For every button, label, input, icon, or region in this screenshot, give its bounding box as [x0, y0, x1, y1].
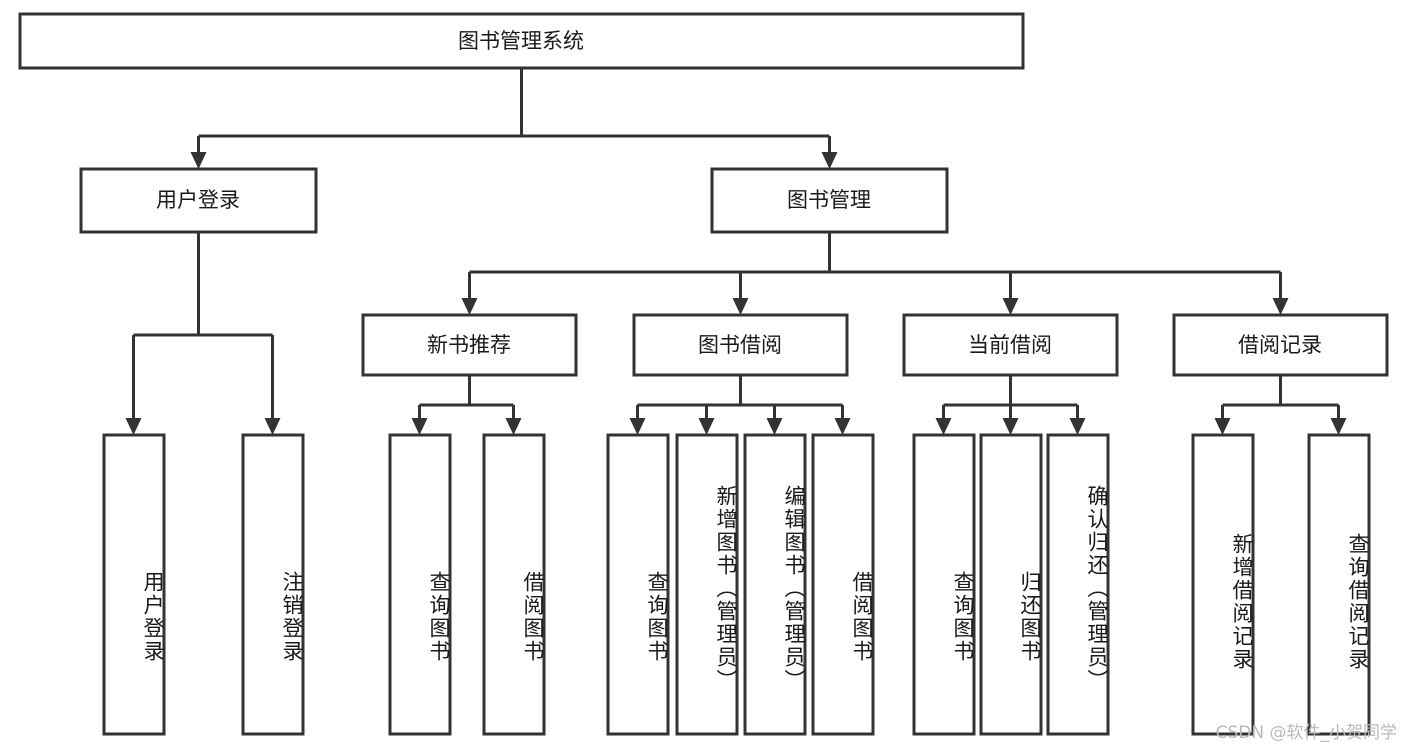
- connector-group-root-to-level2: [190, 68, 838, 169]
- connector-group-book-manage-to-level3: [461, 232, 1289, 315]
- node-book-manage[interactable]: 图书管理: [710, 167, 949, 234]
- arrow-head-leaf-borrow-book-1: [505, 418, 522, 435]
- leaf-confirm-return-box[interactable]: [1046, 433, 1110, 736]
- leaf-borrow-book-1-box[interactable]: [482, 433, 546, 736]
- arrow-head-leaf-borrow-book-2: [834, 418, 851, 435]
- arrow-head-leaf-user-login: [125, 418, 142, 435]
- leaf-add-book-box[interactable]: [675, 433, 739, 736]
- leaf-borrow-book-2-box[interactable]: [811, 433, 875, 736]
- node-borrow-record-label: 借阅记录: [1238, 333, 1322, 357]
- leaf-query-record-box[interactable]: [1307, 433, 1371, 736]
- node-book-manage-box[interactable]: [710, 167, 949, 234]
- arrow-head-leaf-return-book: [1002, 418, 1019, 435]
- node-book-borrow-label: 图书借阅: [698, 333, 782, 357]
- arrow-head-book-borrow: [732, 298, 749, 315]
- arrow-head-user-login: [190, 152, 207, 169]
- node-user-login-label: 用户登录: [156, 188, 240, 212]
- arrow-head-leaf-user-logout: [264, 418, 281, 435]
- node-new-book-rec-box[interactable]: [361, 313, 578, 377]
- node-borrow-record[interactable]: 借阅记录: [1172, 313, 1389, 377]
- arrow-head-leaf-query-record: [1330, 418, 1347, 435]
- arrow-head-book-manage: [821, 152, 838, 169]
- node-current-borrow-label: 当前借阅: [968, 333, 1052, 357]
- csdn-watermark: CSDN @软件_小贺同学: [1215, 723, 1397, 743]
- connector-group-new-book-rec-to-leaves: [411, 375, 522, 435]
- node-root[interactable]: 图书管理系统: [18, 12, 1025, 70]
- leaf-add-record-box[interactable]: [1191, 433, 1255, 736]
- arrow-head-current-borrow: [1002, 298, 1019, 315]
- node-new-book-rec-label: 新书推荐: [427, 333, 511, 357]
- node-current-borrow[interactable]: 当前借阅: [902, 313, 1119, 377]
- arrow-head-leaf-query-book-1: [411, 418, 428, 435]
- arrow-head-leaf-confirm-return: [1069, 418, 1086, 435]
- connector-group-current-borrow-to-leaves: [935, 375, 1086, 435]
- arrow-head-new-book-rec: [461, 298, 478, 315]
- node-book-manage-label: 图书管理: [787, 188, 871, 212]
- leaf-query-book-1-box[interactable]: [388, 433, 452, 736]
- leaf-return-book-box[interactable]: [979, 433, 1043, 736]
- leaf-user-login-box[interactable]: [102, 433, 166, 736]
- node-book-borrow[interactable]: 图书借阅: [632, 313, 849, 377]
- node-book-borrow-box[interactable]: [632, 313, 849, 377]
- connector-group-user-login-to-leaves: [125, 232, 281, 435]
- node-root-label: 图书管理系统: [458, 29, 584, 53]
- node-new-book-rec[interactable]: 新书推荐: [361, 313, 578, 377]
- arrow-head-leaf-add-record: [1214, 418, 1231, 435]
- arrow-head-leaf-edit-book: [766, 418, 783, 435]
- arrow-head-leaf-query-book-3: [935, 418, 952, 435]
- leaf-query-book-3-box[interactable]: [912, 433, 976, 736]
- leaf-query-book-2-box[interactable]: [606, 433, 670, 736]
- node-borrow-record-box[interactable]: [1172, 313, 1389, 377]
- leaf-user-logout-box[interactable]: [241, 433, 305, 736]
- connector-group-borrow-record-to-leaves: [1214, 375, 1347, 435]
- arrow-head-leaf-query-book-2: [629, 418, 646, 435]
- arrow-head-leaf-add-book: [698, 418, 715, 435]
- arrow-head-borrow-record: [1272, 298, 1289, 315]
- leaf-edit-book-box[interactable]: [743, 433, 807, 736]
- node-user-login-box[interactable]: [79, 167, 318, 234]
- node-user-login[interactable]: 用户登录: [79, 167, 318, 234]
- connector-group-book-borrow-to-leaves: [629, 375, 851, 435]
- node-root-box[interactable]: [18, 12, 1025, 70]
- node-current-borrow-box[interactable]: [902, 313, 1119, 377]
